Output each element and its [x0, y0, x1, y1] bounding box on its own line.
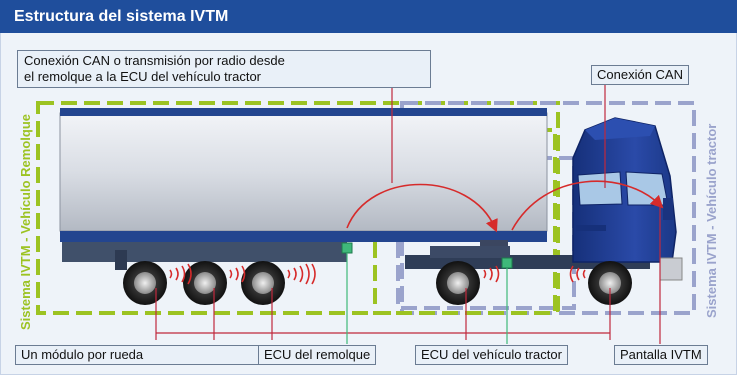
wheel [436, 261, 480, 305]
wheel-signal-waves [169, 263, 586, 285]
trailer-ecu-unit [341, 242, 353, 254]
header-bar: Estructura del sistema IVTM [0, 0, 737, 33]
tractor-ecu-unit [501, 257, 513, 269]
trailer-system-boundary [36, 101, 560, 315]
wheel [588, 261, 632, 305]
can-connection-callout: Conexión CAN [591, 65, 689, 85]
tractor-system-label: Sistema IVTM - Vehículo tractor [704, 123, 719, 318]
page-title: Estructura del sistema IVTM [14, 8, 229, 25]
ecu-leader-lines [346, 253, 508, 344]
wheel-module-callout: Un módulo por rueda [15, 345, 262, 365]
can-radio-callout: Conexión CAN o transmisión por radio des… [17, 50, 431, 88]
trailer [59, 108, 548, 270]
trailer-ecu-callout: ECU del remolque [258, 345, 377, 365]
trailer-system-label: Sistema IVTM - Vehículo Remolque [18, 114, 33, 330]
tractor-ecu-callout: ECU del vehículo tractor [415, 345, 568, 365]
can-radio-line-1: Conexión CAN o transmisión por radio des… [24, 53, 285, 68]
wheels [123, 261, 632, 305]
can-radio-line-2: el remolque a la ECU del vehículo tracto… [24, 69, 262, 84]
wheel [183, 261, 227, 305]
wheel [241, 261, 285, 305]
transmission-arcs [346, 180, 664, 233]
wheel [123, 261, 167, 305]
tractor [405, 117, 683, 281]
leader-lines [155, 83, 661, 344]
ivtm-display-callout: Pantalla IVTM [614, 345, 708, 365]
